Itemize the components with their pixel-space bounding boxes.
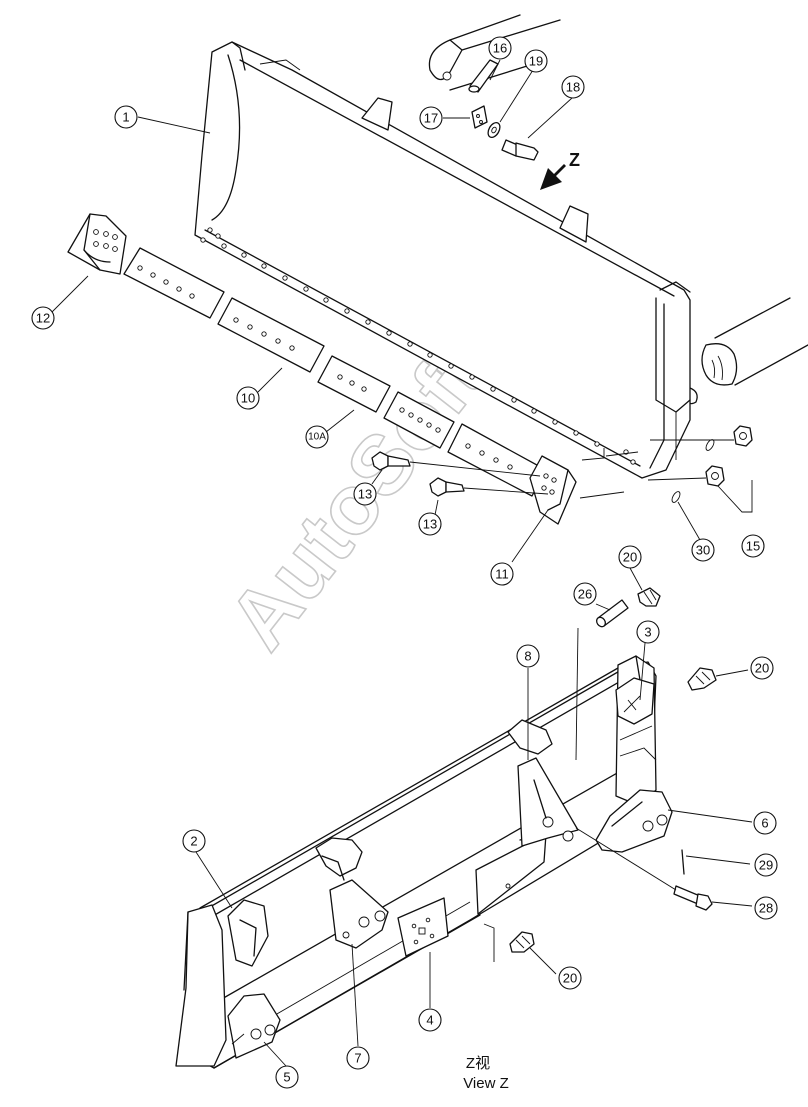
callout-15: 15 xyxy=(741,534,765,558)
hardware-top xyxy=(468,59,539,161)
callout-30: 30 xyxy=(691,538,715,562)
callout-13a: 13 xyxy=(353,482,377,506)
svg-text:17: 17 xyxy=(424,111,438,126)
svg-text:20: 20 xyxy=(623,550,637,565)
callout-20-right: 20 xyxy=(750,656,774,680)
view-z-frame xyxy=(175,655,673,1069)
svg-text:6: 6 xyxy=(761,816,768,831)
svg-text:19: 19 xyxy=(529,54,543,69)
svg-text:10A: 10A xyxy=(308,432,326,443)
callout-1: 1 xyxy=(114,105,138,129)
view-z-arrow: Z xyxy=(540,150,580,190)
svg-text:12: 12 xyxy=(36,311,50,326)
view-z-hardware xyxy=(483,587,751,962)
svg-text:20: 20 xyxy=(563,971,577,986)
callout-19: 19 xyxy=(524,49,548,73)
svg-text:10: 10 xyxy=(241,391,255,406)
svg-text:7: 7 xyxy=(354,1051,361,1066)
corner-edge-right xyxy=(529,455,577,525)
callout-17: 17 xyxy=(419,106,443,130)
svg-text:3: 3 xyxy=(644,625,651,640)
callout-2: 2 xyxy=(182,829,206,853)
view-label-en: View Z xyxy=(463,1075,509,1092)
callout-13b: 13 xyxy=(418,512,442,536)
callout-4: 4 xyxy=(418,1008,442,1032)
svg-text:2: 2 xyxy=(190,834,197,849)
callout-26: 26 xyxy=(573,582,597,606)
callout-29: 29 xyxy=(754,853,778,877)
svg-text:15: 15 xyxy=(746,539,760,554)
svg-text:29: 29 xyxy=(759,858,773,873)
svg-text:11: 11 xyxy=(495,567,509,582)
corner-edge-left xyxy=(67,213,127,275)
callout-7: 7 xyxy=(346,1046,370,1070)
view-z-letter: Z xyxy=(569,150,580,170)
svg-text:20: 20 xyxy=(755,661,769,676)
svg-text:26: 26 xyxy=(578,587,592,602)
callout-8: 8 xyxy=(516,644,540,668)
callout-3: 3 xyxy=(636,620,660,644)
svg-text:28: 28 xyxy=(759,901,773,916)
svg-text:30: 30 xyxy=(696,543,710,558)
callout-12: 12 xyxy=(31,306,55,330)
blade-hole-row xyxy=(200,227,636,465)
svg-text:18: 18 xyxy=(566,80,580,95)
nuts-15 xyxy=(579,425,753,513)
callout-18: 18 xyxy=(561,75,585,99)
cutting-edge-segments xyxy=(123,247,547,497)
callout-5: 5 xyxy=(275,1065,299,1089)
callout-6: 6 xyxy=(753,811,777,835)
svg-text:13: 13 xyxy=(358,487,372,502)
svg-text:1: 1 xyxy=(122,110,129,125)
callout-16: 16 xyxy=(488,36,512,60)
svg-text:16: 16 xyxy=(493,41,507,56)
callout-20-top: 20 xyxy=(618,545,642,569)
callout-11: 11 xyxy=(490,562,514,586)
svg-text:4: 4 xyxy=(426,1013,433,1028)
svg-text:8: 8 xyxy=(524,649,531,664)
bolts-13 xyxy=(371,451,549,497)
view-label-cn: Z视 xyxy=(466,1055,490,1072)
lift-arm-top xyxy=(428,14,561,91)
callout-10a: 10A xyxy=(305,425,329,449)
callout-10: 10 xyxy=(236,386,260,410)
callout-20-bottom: 20 xyxy=(558,966,582,990)
callout-28: 28 xyxy=(754,896,778,920)
callout-leaders xyxy=(51,59,753,1067)
lift-arm-right xyxy=(685,297,808,405)
svg-text:13: 13 xyxy=(423,517,437,532)
svg-text:5: 5 xyxy=(283,1070,290,1085)
